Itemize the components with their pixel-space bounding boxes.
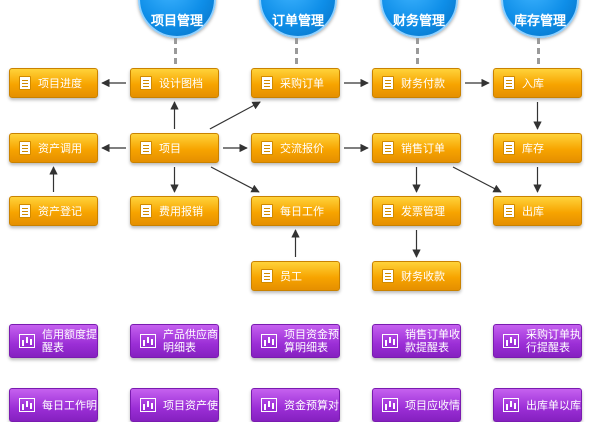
module-finance-receipts[interactable]: 财务收款 xyxy=(372,261,461,291)
document-icon xyxy=(261,204,273,218)
module-asset-allocation[interactable]: 资产调用 xyxy=(9,133,98,163)
module-invoice-management[interactable]: 发票管理 xyxy=(372,196,461,226)
module-asset-registration[interactable]: 资产登记 xyxy=(9,196,98,226)
bar-chart-icon xyxy=(19,398,35,412)
arrow-m9-to-m15 xyxy=(452,166,502,193)
module-expense-claims[interactable]: 费用报销 xyxy=(130,196,219,226)
module-design-drawings[interactable]: 设计图档 xyxy=(130,68,219,98)
report-stock-out-partial[interactable]: 出库单以库 xyxy=(493,388,582,422)
module-label: 每日工作 xyxy=(280,204,324,218)
report-label: 采购订单执行提醒表 xyxy=(526,328,581,354)
module-stock-out[interactable]: 出库 xyxy=(493,196,582,226)
module-label: 资产调用 xyxy=(38,141,82,155)
report-label: 项目资金预算明细表 xyxy=(284,328,339,354)
flow-diagram: 项目管理 订单管理 财务管理 库存管理 项目进度 设计图档 采购订单 财务付款 … xyxy=(9,0,582,422)
category-label: 财务管理 xyxy=(392,14,445,29)
module-label: 财务收款 xyxy=(401,269,445,283)
report-label: 每日工作明 xyxy=(42,398,97,412)
category-connector xyxy=(537,38,540,64)
arrow-m7-to-m3 xyxy=(209,101,261,130)
module-project-progress[interactable]: 项目进度 xyxy=(9,68,98,98)
module-finance-payment[interactable]: 财务付款 xyxy=(372,68,461,98)
category-connector xyxy=(416,38,419,64)
module-label: 项目进度 xyxy=(38,76,82,90)
module-stock-in[interactable]: 入库 xyxy=(493,68,582,98)
document-icon xyxy=(140,204,152,218)
document-icon xyxy=(140,76,152,90)
document-icon xyxy=(261,141,273,155)
module-label: 采购订单 xyxy=(280,76,324,90)
category-connector xyxy=(174,38,177,64)
report-credit-limit[interactable]: 信用额度提醒表 xyxy=(9,324,98,358)
report-budget-compare-partial[interactable]: 资金预算对 xyxy=(251,388,340,422)
document-icon xyxy=(261,76,273,90)
category-label: 订单管理 xyxy=(271,14,324,29)
category-connector xyxy=(295,38,298,64)
report-sales-receivable[interactable]: 销售订单收款提醒表 xyxy=(372,324,461,358)
module-label: 入库 xyxy=(522,76,544,90)
document-icon xyxy=(503,141,515,155)
document-icon xyxy=(382,76,394,90)
module-daily-work[interactable]: 每日工作 xyxy=(251,196,340,226)
module-label: 费用报销 xyxy=(159,204,203,218)
document-icon xyxy=(19,141,31,155)
arrow-m7-to-m13 xyxy=(210,166,260,193)
bar-chart-icon xyxy=(261,398,277,412)
bar-chart-icon xyxy=(503,398,519,412)
module-label: 销售订单 xyxy=(401,141,445,155)
report-project-receivable-partial[interactable]: 项目应收情 xyxy=(372,388,461,422)
module-label: 资产登记 xyxy=(38,204,82,218)
report-label: 项目资产使 xyxy=(163,398,218,412)
bar-chart-icon xyxy=(382,334,398,348)
bar-chart-icon xyxy=(503,334,519,348)
document-icon xyxy=(19,204,31,218)
report-label: 出库单以库 xyxy=(526,398,581,412)
bar-chart-icon xyxy=(261,334,277,348)
document-icon xyxy=(382,269,394,283)
bar-chart-icon xyxy=(382,398,398,412)
document-icon xyxy=(140,141,152,155)
report-label: 资金预算对 xyxy=(284,398,339,412)
document-icon xyxy=(19,76,31,90)
module-label: 项目 xyxy=(159,141,181,155)
report-supplier-detail[interactable]: 产品供应商明细表 xyxy=(130,324,219,358)
document-icon xyxy=(503,204,515,218)
module-inventory[interactable]: 库存 xyxy=(493,133,582,163)
report-label: 信用额度提醒表 xyxy=(42,328,97,354)
module-label: 交流报价 xyxy=(280,141,324,155)
module-label: 设计图档 xyxy=(159,76,203,90)
report-purchase-execution[interactable]: 采购订单执行提醒表 xyxy=(493,324,582,358)
document-icon xyxy=(503,76,515,90)
document-icon xyxy=(382,141,394,155)
category-label: 库存管理 xyxy=(513,14,566,29)
module-label: 发票管理 xyxy=(401,204,445,218)
module-label: 出库 xyxy=(522,204,544,218)
report-label: 产品供应商明细表 xyxy=(163,328,218,354)
document-icon xyxy=(382,204,394,218)
category-label: 项目管理 xyxy=(150,14,203,29)
module-label: 库存 xyxy=(522,141,544,155)
module-project[interactable]: 项目 xyxy=(130,133,219,163)
module-label: 员工 xyxy=(280,269,302,283)
bar-chart-icon xyxy=(140,398,156,412)
module-purchase-order[interactable]: 采购订单 xyxy=(251,68,340,98)
module-quotation[interactable]: 交流报价 xyxy=(251,133,340,163)
module-label: 财务付款 xyxy=(401,76,445,90)
module-employee[interactable]: 员工 xyxy=(251,261,340,291)
bar-chart-icon xyxy=(19,334,35,348)
report-project-asset-partial[interactable]: 项目资产使 xyxy=(130,388,219,422)
report-project-budget[interactable]: 项目资金预算明细表 xyxy=(251,324,340,358)
report-daily-work-partial[interactable]: 每日工作明 xyxy=(9,388,98,422)
bar-chart-icon xyxy=(140,334,156,348)
report-label: 项目应收情 xyxy=(405,398,460,412)
module-sales-order[interactable]: 销售订单 xyxy=(372,133,461,163)
flow-arrows xyxy=(49,78,542,258)
document-icon xyxy=(261,269,273,283)
report-label: 销售订单收款提醒表 xyxy=(405,328,460,354)
